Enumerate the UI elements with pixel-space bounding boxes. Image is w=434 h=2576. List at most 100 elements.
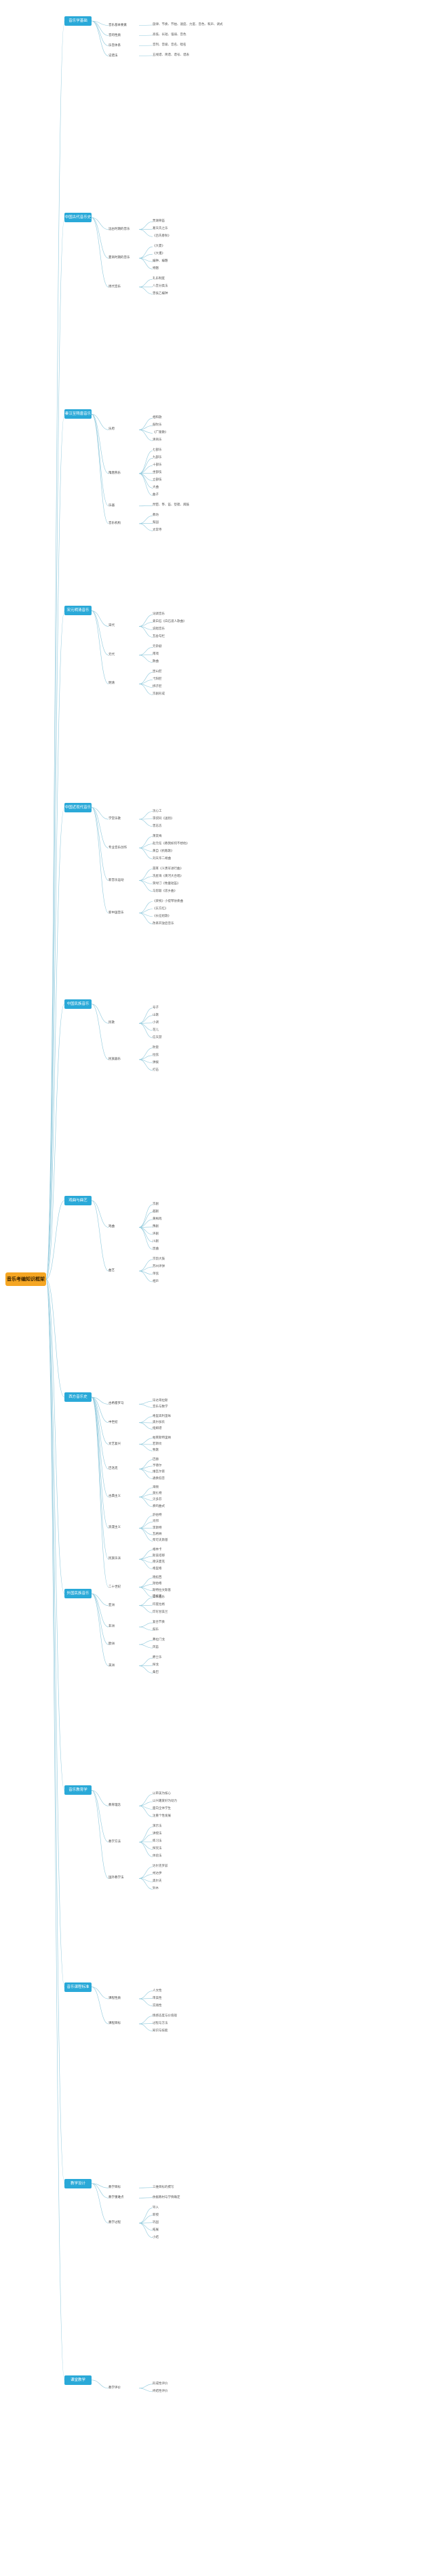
leaf-label[interactable]: 说唱音乐	[153, 627, 165, 631]
leaf-label[interactable]: 黄梅戏	[153, 1217, 162, 1221]
section-node[interactable]: 西方音乐史	[64, 1392, 92, 1403]
branch-label[interactable]: 课程性质	[108, 1997, 121, 2001]
leaf-label[interactable]: 教坊	[153, 514, 159, 518]
leaf-label[interactable]: 旋律、节奏、节拍、速度、力度、音色、和声、调式	[153, 23, 223, 26]
leaf-label[interactable]: 昆山腔	[153, 670, 162, 674]
leaf-label[interactable]: 单弦	[153, 1272, 159, 1276]
leaf-label[interactable]: 奥尔加农	[153, 1421, 165, 1425]
leaf-label[interactable]: 太常寺	[153, 528, 162, 533]
leaf-label[interactable]: 黄自《抗敌歌》	[153, 849, 174, 853]
leaf-label[interactable]: 若斯坎	[153, 1442, 162, 1446]
leaf-label[interactable]: 特磬	[153, 267, 159, 271]
branch-label[interactable]: 文艺复兴	[108, 1442, 121, 1446]
branch-label[interactable]: 中世纪	[108, 1420, 118, 1424]
leaf-label[interactable]: 《长征组歌》	[153, 914, 171, 918]
leaf-label[interactable]: 奏鸣曲式	[153, 1504, 165, 1508]
branch-label[interactable]: 明清	[108, 682, 115, 686]
section-node[interactable]: 教学设计	[64, 2178, 92, 2188]
leaf-label[interactable]: 终结性评价	[153, 2389, 168, 2393]
leaf-label[interactable]: 《吕氏春秋》	[153, 234, 171, 238]
branch-label[interactable]: 曲艺	[108, 1268, 115, 1272]
branch-label[interactable]: 教学评价	[108, 2386, 121, 2390]
branch-label[interactable]: 音乐机构	[108, 521, 121, 525]
leaf-label[interactable]: 八音分类法	[153, 285, 168, 289]
leaf-label[interactable]: 编钟、编磬	[153, 259, 168, 264]
leaf-label[interactable]: 号子	[153, 1005, 159, 1010]
leaf-label[interactable]: 过程与方法	[153, 2021, 168, 2025]
leaf-label[interactable]: 印尼甘美兰	[153, 1611, 168, 1615]
leaf-label[interactable]: 音乐与数学	[153, 1405, 168, 1409]
leaf-label[interactable]: 莫扎特	[153, 1492, 162, 1496]
branch-label[interactable]: 民族乐派	[108, 1557, 121, 1561]
branch-label[interactable]: 教学重难点	[108, 2196, 124, 2200]
leaf-label[interactable]: 风笛	[153, 1646, 159, 1650]
leaf-label[interactable]: 格里高利圣咏	[153, 1414, 171, 1418]
leaf-label[interactable]: 新授	[153, 2213, 159, 2217]
branch-label[interactable]: 乐府	[108, 428, 115, 432]
leaf-label[interactable]: 曾侯乙编钟	[153, 292, 168, 296]
leaf-label[interactable]: 打击	[153, 1068, 159, 1072]
leaf-label[interactable]: 昆曲	[153, 1247, 159, 1251]
branch-label[interactable]: 新音乐运动	[108, 878, 124, 882]
leaf-label[interactable]: 坐部伎	[153, 471, 162, 475]
leaf-label[interactable]: 形成性评价	[153, 2382, 168, 2386]
leaf-label[interactable]: 评剧	[153, 1232, 159, 1236]
section-node[interactable]: 音乐教育学	[64, 1785, 92, 1795]
leaf-label[interactable]: 贾湖骨笛	[153, 220, 165, 224]
leaf-label[interactable]: 刘天华二胡曲	[153, 856, 171, 860]
leaf-label[interactable]: 李斯特	[153, 1526, 162, 1530]
leaf-label[interactable]: 相和歌	[153, 416, 162, 420]
leaf-label[interactable]: 弗拉门戈	[153, 1638, 165, 1642]
leaf-label[interactable]: 弋阳腔	[153, 678, 162, 682]
section-node[interactable]: 外国民族音乐	[64, 1589, 92, 1599]
leaf-label[interactable]: 爵士乐	[153, 1656, 162, 1660]
branch-label[interactable]: 教学方法	[108, 1840, 121, 1844]
branch-label[interactable]: 乐器	[108, 503, 115, 507]
leaf-label[interactable]: 葛天氏之乐	[153, 227, 168, 231]
branch-label[interactable]: 记谱法	[108, 54, 118, 58]
leaf-label[interactable]: 人文性	[153, 1989, 162, 1993]
branch-label[interactable]: 非洲	[108, 1625, 115, 1629]
leaf-label[interactable]: 通奏低音	[153, 1476, 165, 1480]
branch-label[interactable]: 课程目标	[108, 2022, 121, 2026]
leaf-label[interactable]: 散曲	[153, 660, 159, 664]
leaf-label[interactable]: 马思聪《思乡曲》	[153, 889, 177, 893]
leaf-label[interactable]: 探究法	[153, 1847, 162, 1851]
leaf-label[interactable]: 七部乐	[153, 449, 162, 453]
branch-label[interactable]: 教学过程	[108, 2221, 121, 2225]
leaf-label[interactable]: 毕达哥拉斯	[153, 1399, 168, 1403]
leaf-label[interactable]: 京剧	[153, 1202, 159, 1206]
leaf-label[interactable]: 印度拉格	[153, 1603, 165, 1607]
leaf-label[interactable]: 勋伯格	[153, 1582, 162, 1586]
branch-label[interactable]: 隋唐燕乐	[108, 471, 121, 475]
leaf-label[interactable]: 改革开放后音乐	[153, 921, 174, 926]
leaf-label[interactable]: 小结	[153, 2235, 159, 2239]
leaf-label[interactable]: 注重个性发展	[153, 1814, 171, 1819]
leaf-label[interactable]: 奥尔夫	[153, 1879, 162, 1884]
branch-label[interactable]: 宋代	[108, 624, 115, 628]
leaf-label[interactable]: 拉弦	[153, 1053, 159, 1057]
branch-label[interactable]: 乐音体系	[108, 43, 121, 47]
leaf-label[interactable]: 《大夏》	[153, 245, 165, 249]
branch-label[interactable]: 亚洲	[108, 1603, 115, 1607]
leaf-label[interactable]: 大曲	[153, 486, 159, 490]
branch-label[interactable]: 民歌	[108, 1021, 115, 1025]
root-node[interactable]: 音乐考编知识框架	[5, 1272, 46, 1286]
branch-label[interactable]: 音的性质	[108, 33, 121, 37]
leaf-label[interactable]: 川剧	[153, 1239, 159, 1243]
section-node[interactable]: 中国古代音乐史	[64, 213, 92, 223]
leaf-label[interactable]: 鼓吹乐	[153, 423, 162, 428]
branch-label[interactable]: 教育理念	[108, 1804, 121, 1808]
leaf-label[interactable]: 德彪西	[153, 1575, 162, 1579]
leaf-label[interactable]: 巩固	[153, 2220, 159, 2224]
branch-label[interactable]: 元代	[108, 652, 115, 657]
leaf-label[interactable]: 拓展	[153, 2228, 159, 2232]
leaf-label[interactable]: 《广陵散》	[153, 431, 168, 435]
branch-label[interactable]: 远古时期的音乐	[108, 227, 130, 231]
branch-label[interactable]: 学堂乐歌	[108, 817, 121, 821]
leaf-label[interactable]: 柴可夫斯基	[153, 1539, 168, 1543]
leaf-label[interactable]: 达尔克罗兹	[153, 1865, 168, 1869]
leaf-label[interactable]: 海顿	[153, 1485, 159, 1489]
leaf-label[interactable]: 瓦舍勾栏	[153, 635, 165, 639]
leaf-label[interactable]: 《大濩》	[153, 252, 165, 256]
